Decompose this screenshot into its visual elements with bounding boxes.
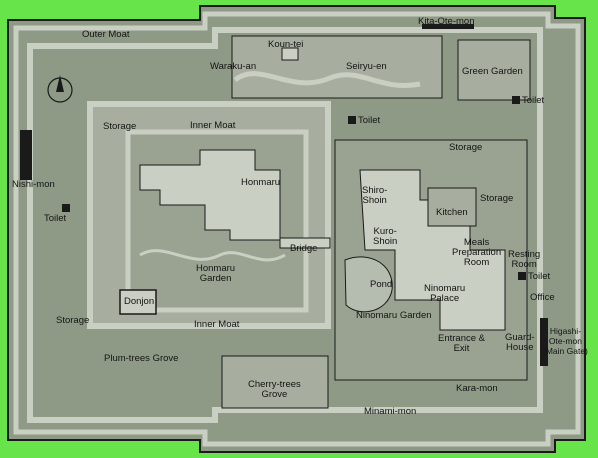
north-arrow-icon [47,75,73,103]
resting-room-label: Resting Room [508,249,541,270]
higashi-ote-mon-label: Higashi- Ote-mon (Main Gate) [543,326,588,356]
storage-e2-label: Storage [480,193,514,204]
green-garden-area [457,39,531,101]
donjon-label: Donjon [124,296,155,307]
plum-trees-grove-label: Plum-trees Grove [104,353,179,364]
minami-mon-label: Minami-mon [364,406,417,417]
honmaru-building [139,149,281,241]
green-garden-label: Green Garden [462,66,523,77]
kara-mon-label: Kara-mon [456,383,498,394]
toilet-square-icon [512,96,520,104]
pond-shape [344,256,393,313]
nishi-mon-label: Nishi-mon [12,179,55,190]
bridge-structure [279,237,331,249]
toilet-w-label: Toilet [44,213,67,224]
bridge-label: Bridge [290,243,318,254]
storage-nw-label: Storage [103,121,137,132]
shiro-shoin-label: Shiro- Shoin [362,185,388,206]
outer-moat-path [13,11,581,447]
guard-house-label: Guard- House [505,332,535,353]
meals-room-label: Meals Preparation Room [452,237,502,268]
honmaru-garden-label: Honmaru Garden [196,263,236,284]
north-garden-zone [231,35,443,99]
toilet-n-label: Toilet [358,115,381,126]
kita-ote-mon-gate [422,24,474,29]
storage-sw-label: Storage [56,315,90,326]
toilet-square-icon [348,116,356,124]
honmaru-label: Honmaru [241,177,281,188]
toilet-ne-label: Toilet [522,95,545,106]
kitchen-label: Kitchen [436,207,468,218]
toilet-square-icon [62,204,70,212]
inner-moat-south-label: Inner Moat [194,319,240,330]
kitchen-building [427,187,477,227]
inner-moat-north-label: Inner Moat [190,120,236,131]
koun-tei-label: Koun-tei [268,39,304,50]
waraku-an-label: Waraku-an [210,61,257,72]
entrance-exit-label: Entrance & Exit [438,333,485,354]
kuro-shoin-label: Kuro- Shoin [373,226,398,247]
cherry-grove-area [221,355,329,409]
higashi-ote-mon-gate [540,318,548,366]
pond-label: Pond [370,279,393,290]
toilet-e-label: Toilet [528,271,551,282]
kita-ote-mon-label: Kita-Ote-mon [418,16,475,27]
garden-path [233,71,421,88]
ninomaru-palace-label: Ninomaru Palace [424,283,466,304]
ninomaru-garden-label: Ninomaru Garden [356,310,432,321]
toilet-square-icon [518,272,526,280]
office-label: Office [530,292,555,303]
koun-tei-building [281,47,299,61]
storage-e-label: Storage [449,142,483,153]
cherry-trees-grove-label: Cherry-trees Grove [248,379,301,400]
outer-ring-road [27,27,543,423]
seiryu-en-label: Seiryu-en [346,61,387,72]
honmaru-garden-path [139,249,286,262]
nishi-mon-gate [20,130,32,180]
outer-moat-label: Outer Moat [82,29,130,40]
donjon-building [119,289,157,315]
